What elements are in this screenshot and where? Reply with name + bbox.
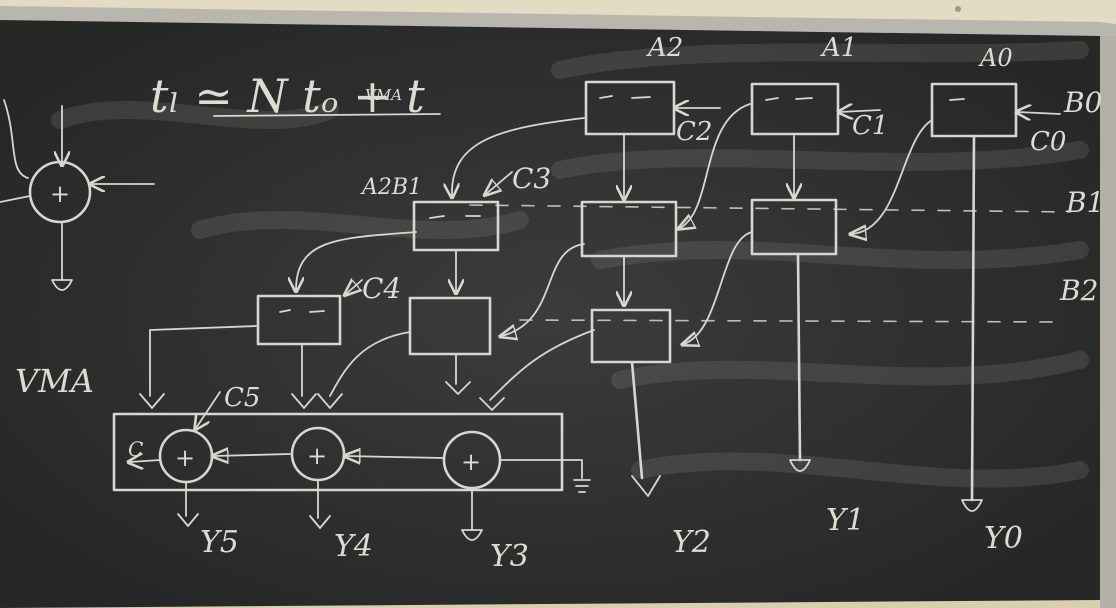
board-frame-right (1100, 36, 1116, 608)
formula-underline (213, 113, 441, 117)
board-frame-top (0, 6, 1116, 40)
cell-mid-left (256, 231, 417, 346)
label-y2: Y2 (672, 525, 711, 560)
label-y5: Y5 (200, 525, 239, 560)
label-b2: B2 (1059, 274, 1098, 307)
label-b0: B0 (1063, 86, 1102, 119)
adder-y3-plus: + (461, 448, 481, 476)
adder-y5-plus: + (175, 444, 195, 472)
b1-row-line (469, 204, 1071, 213)
c3-arrow (486, 171, 513, 194)
y2-wire (630, 360, 661, 497)
vma-label: VMA (15, 362, 94, 400)
label-a0: A0 (978, 44, 1013, 72)
cell-mid-right (408, 243, 585, 356)
label-c3: C3 (512, 162, 551, 195)
label-a1: A1 (820, 33, 857, 63)
cell-a1b0 (750, 82, 881, 136)
label-b1: B1 (1065, 186, 1104, 219)
cell-a0b1-wire (852, 119, 983, 512)
label-c5: C5 (224, 383, 260, 413)
cell-a1b1 (680, 103, 838, 256)
c5-arrow (196, 391, 221, 428)
adder-y4-plus: + (307, 442, 327, 470)
label-c2: C2 (676, 117, 712, 147)
y1-wire (789, 252, 811, 472)
label-y0: Y0 (984, 521, 1023, 556)
label-y3: Y3 (490, 539, 529, 574)
formula: tₗ ≃ N tₒ + t VMA (150, 69, 441, 123)
blackboard (0, 20, 1100, 608)
adder-bank: C5 + + + C (112, 383, 591, 541)
cell-a2b0 (584, 80, 721, 136)
ground-symbol (573, 479, 591, 493)
label-c0: C0 (1030, 127, 1066, 157)
label-c-left: C (128, 437, 143, 461)
bottom-wires (139, 325, 595, 411)
label-a2: A2 (646, 33, 683, 63)
adder-plus: + (50, 180, 70, 208)
formula-subscript: VMA (365, 86, 402, 104)
label-y1: Y1 (826, 503, 865, 538)
label-y4: Y4 (334, 529, 373, 564)
frame-screw (955, 6, 961, 12)
label-c1-top: C1 (852, 111, 888, 141)
adder-circle (28, 160, 92, 224)
label-c4: C4 (362, 272, 401, 305)
eraser-smudges (51, 41, 1089, 488)
label-a2b1: A2B1 (360, 175, 422, 200)
left-adder: + VMA (0, 99, 155, 400)
c4-arrow (346, 280, 363, 294)
